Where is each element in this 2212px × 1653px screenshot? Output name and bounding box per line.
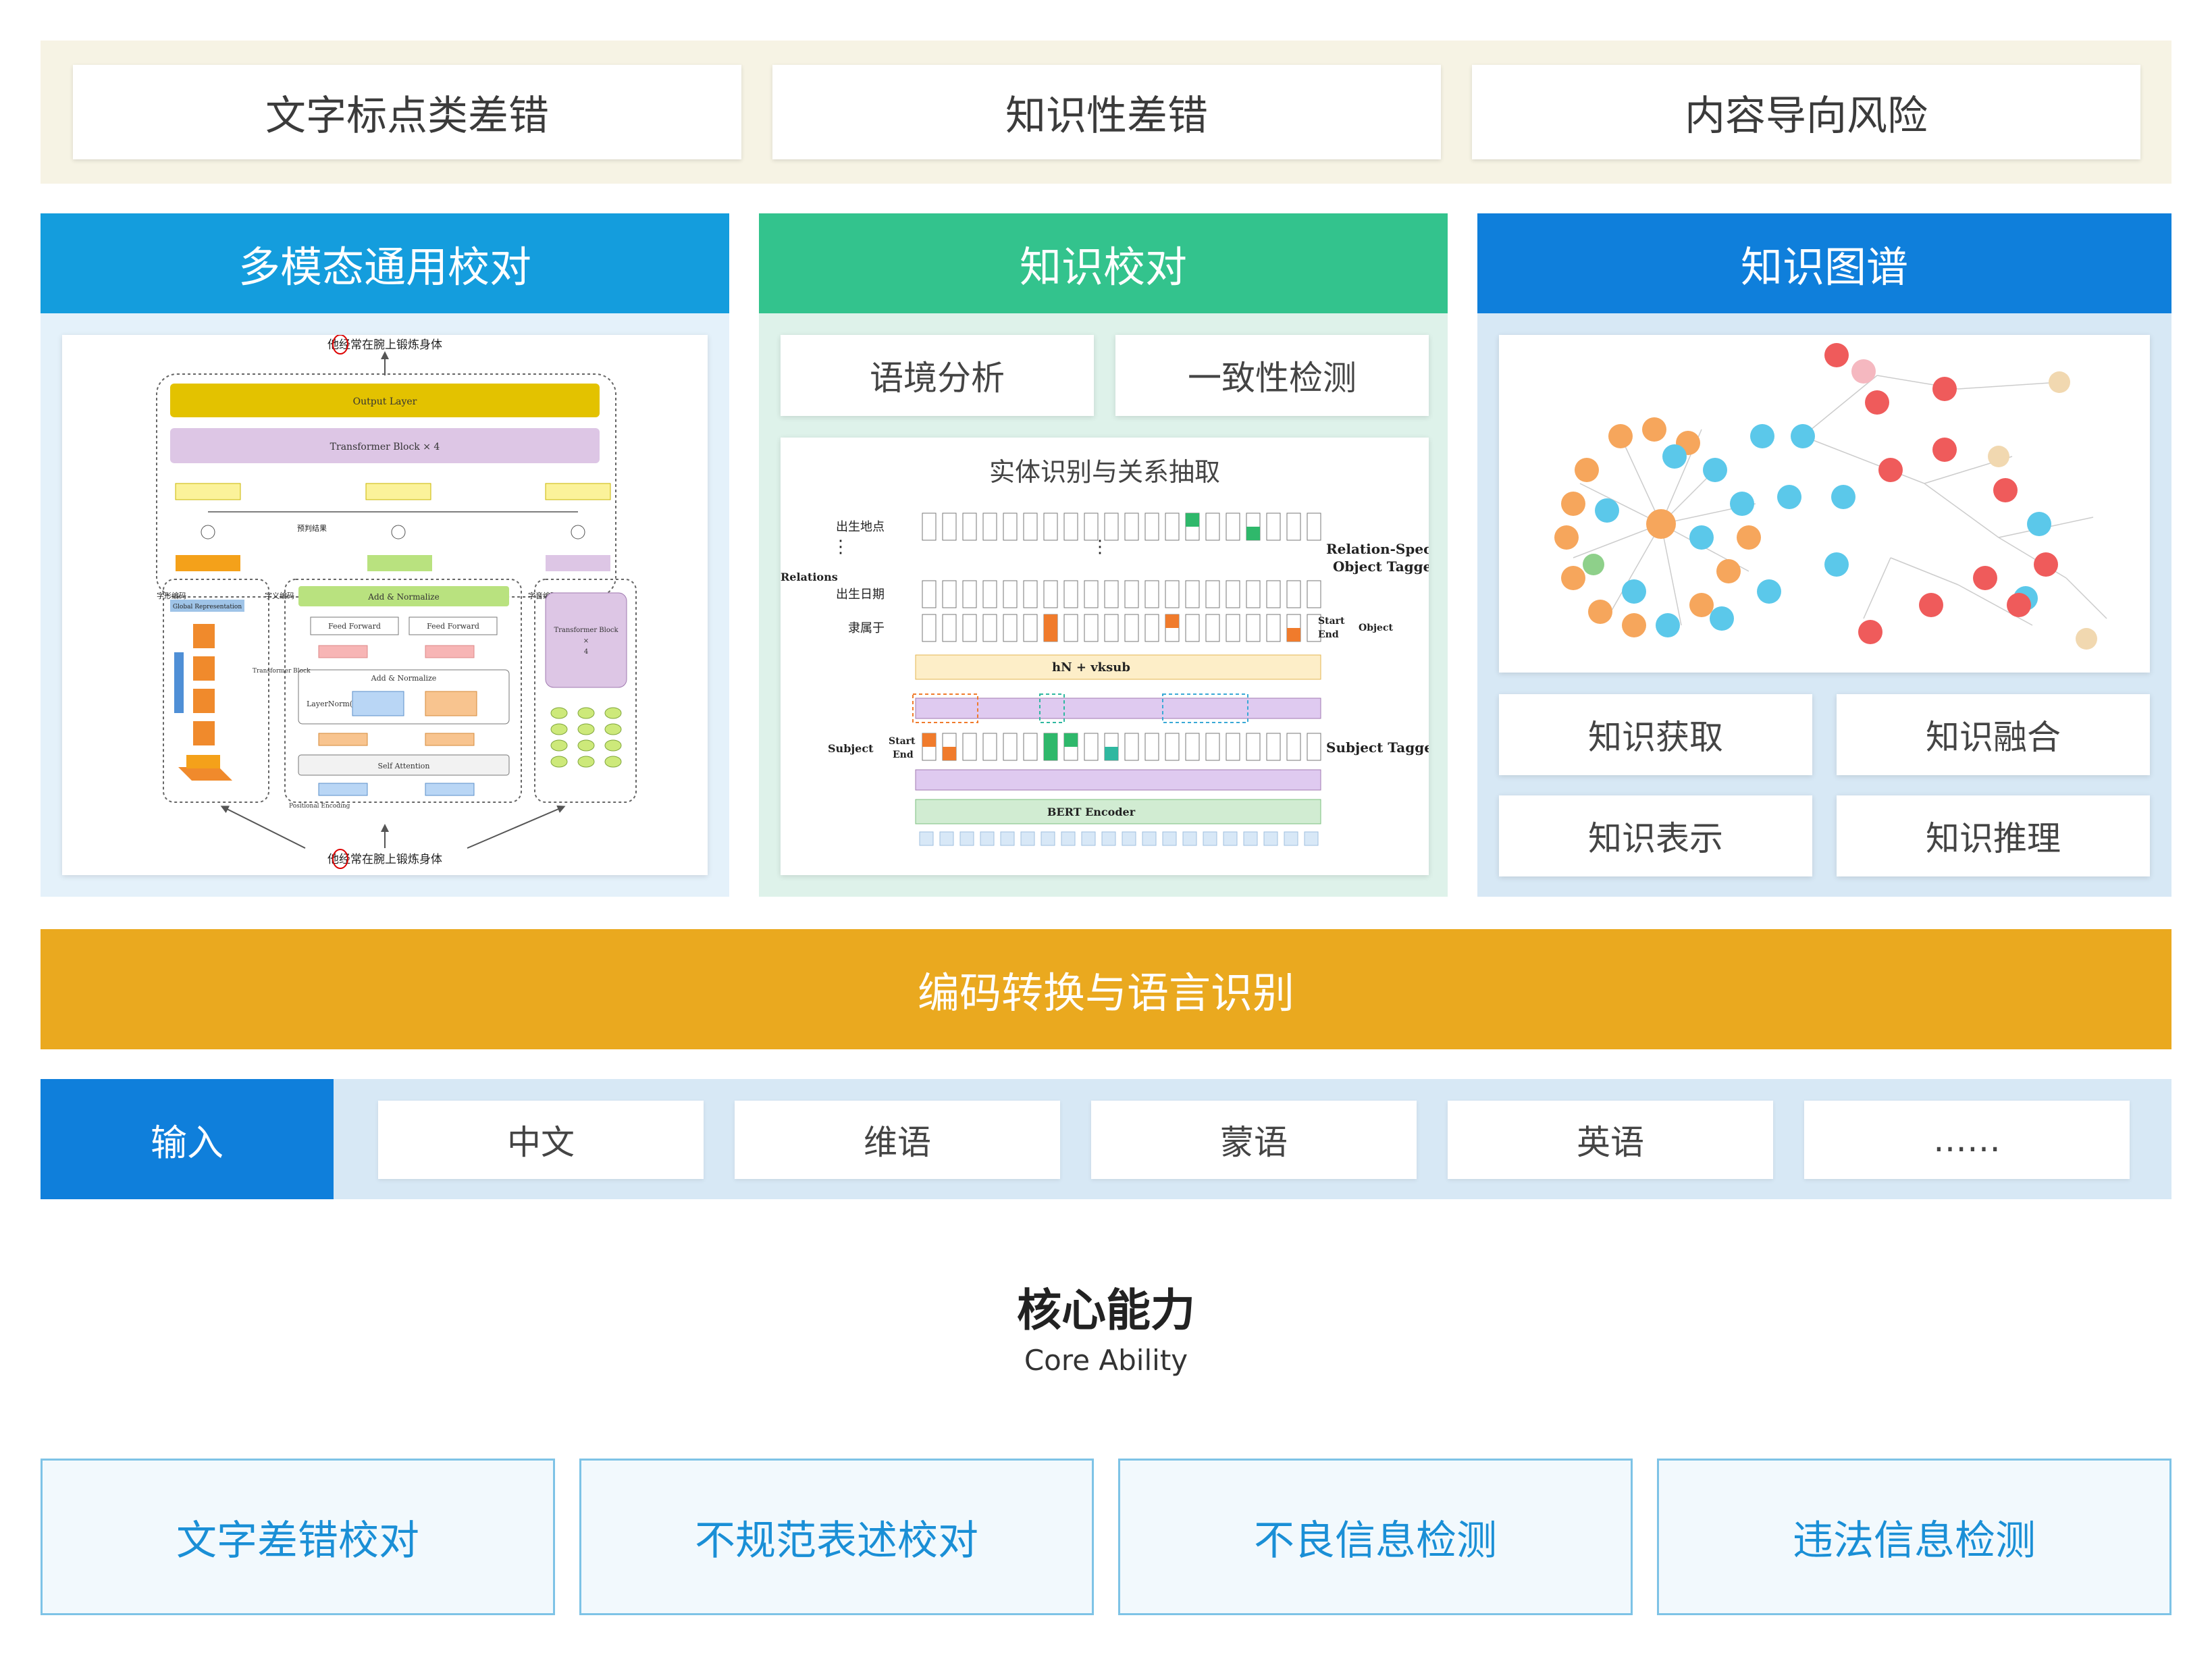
rst-label-2: Object Taggers	[1333, 558, 1429, 575]
row-label-belongs: 隶属于	[848, 621, 885, 635]
module-knowledge-check-title: 知识校对	[759, 213, 1448, 313]
figure-title: 实体识别与关系抽取	[989, 457, 1220, 487]
multimodal-architecture-figure: 他经常在腕上锻炼身体 Output Layer Transformer Bloc…	[62, 334, 708, 875]
transformer-block-label: Transformer Block × 4	[330, 442, 440, 452]
formula-label: hN + vksub	[1052, 660, 1130, 675]
category-knowledge-error: 知识性差错	[772, 65, 1441, 159]
ability-illegal-info-detection: 违法信息检测	[1657, 1459, 2171, 1615]
core-ability-title: 核心能力	[1017, 1284, 1195, 1336]
module-knowledge-graph-title: 知识图谱	[1477, 213, 2171, 313]
lang-uyghur: 维语	[735, 1101, 1060, 1179]
subj-start-label: Start	[889, 736, 916, 747]
module-multimodal-body: 他经常在腕上锻炼身体 Output Layer Transformer Bloc…	[41, 313, 729, 897]
relations-label: Relations	[781, 571, 838, 583]
sub-knowledge-representation: 知识表示	[1499, 795, 1812, 876]
subject-label: Subject	[828, 742, 874, 755]
label-ziyi: 字义编码	[265, 591, 294, 600]
svg-text:⋮: ⋮	[832, 537, 849, 557]
self-attention-label: Self Attention	[378, 762, 430, 770]
feed-forward-2: Feed Forward	[427, 622, 479, 631]
module-multimodal-title: 多模态通用校对	[41, 213, 729, 313]
risk-category-band: 文字标点类差错 知识性差错 内容导向风险	[41, 41, 2171, 184]
sub-consistency-check: 一致性检测	[1115, 335, 1429, 416]
output-layer-label: Output Layer	[353, 396, 417, 407]
entity-relation-diagram: 实体识别与关系抽取 出生地点 出生日期 隶属于 Relations ⋮ ⋮	[781, 457, 1455, 846]
rst-label-1: Relation-Specific	[1326, 541, 1429, 557]
transformer-block-side: Transformer Block	[253, 668, 311, 675]
lang-chinese: 中文	[378, 1101, 704, 1179]
input-label: 输入	[41, 1079, 334, 1199]
input-band: 输入 中文 维语 蒙语 英语 ……	[41, 1079, 2171, 1199]
label-zixing: 字形编码	[157, 591, 186, 600]
sub-knowledge-acquisition: 知识获取	[1499, 694, 1812, 775]
entity-relation-figure: 实体识别与关系抽取 出生地点 出生日期 隶属于 Relations ⋮ ⋮	[781, 438, 1455, 875]
multimodal-diagram: 他经常在腕上锻炼身体 Output Layer Transformer Bloc…	[156, 334, 637, 869]
global-rep-label: Global Representation	[173, 604, 242, 610]
module-knowledge-graph-body: 知识获取 知识融合 知识表示 知识推理	[1477, 313, 2171, 897]
bert-encoder-label: BERT Encoder	[1047, 806, 1136, 818]
category-text-punctuation: 文字标点类差错	[73, 65, 741, 159]
lang-mongolian: 蒙语	[1091, 1101, 1417, 1179]
ability-nonstandard-expression: 不规范表述校对	[579, 1459, 1094, 1615]
object-label: Object	[1359, 623, 1393, 633]
core-ability-subtitle: Core Ability	[1024, 1343, 1188, 1377]
obj-end-label: End	[1318, 629, 1339, 640]
add-normalize-top: Add & Normalize	[367, 592, 439, 602]
lang-more: ……	[1804, 1101, 2130, 1179]
sub-knowledge-reasoning: 知识推理	[1837, 795, 2150, 876]
lang-english: 英语	[1448, 1101, 1773, 1179]
knowledge-graph-network	[1554, 343, 2107, 650]
ability-text-error: 文字差错校对	[41, 1459, 555, 1615]
knowledge-graph-figure	[1499, 335, 2150, 673]
subj-end-label: End	[893, 750, 914, 760]
row-label-birthdate: 出生日期	[836, 587, 885, 602]
feed-forward-1: Feed Forward	[328, 622, 381, 631]
layernorm-label: LayerNorm(	[307, 700, 352, 708]
right-block-n: 4	[584, 648, 588, 656]
figure-bottom-sentence: 他经常在腕上锻炼身体	[327, 853, 442, 866]
sub-context-analysis: 语境分析	[781, 335, 1094, 416]
add-normalize-inner: Add & Normalize	[371, 674, 437, 683]
module-knowledge-check-body: 语境分析 一致性检测 实体识别与关系抽取 出生地点 出生日期 隶属于 Relat…	[759, 313, 1455, 897]
right-block-label: Transformer Block	[554, 627, 618, 634]
sub-knowledge-fusion: 知识融合	[1837, 694, 2150, 775]
label-judge: 预判结果	[297, 524, 327, 533]
subject-tagger-label: Subject Tagger	[1326, 739, 1429, 756]
encoding-language-bar: 编码转换与语言识别	[41, 929, 2171, 1049]
obj-start-label: Start	[1318, 616, 1345, 627]
figure-top-sentence: 他经常在腕上锻炼身体	[327, 338, 442, 352]
right-block-x: ×	[583, 637, 589, 645]
category-content-risk: 内容导向风险	[1472, 65, 2140, 159]
positional-encoding-label: Positional Encoding	[289, 803, 350, 810]
row-label-birthplace: 出生地点	[836, 520, 885, 534]
ability-bad-info-detection: 不良信息检测	[1118, 1459, 1633, 1615]
